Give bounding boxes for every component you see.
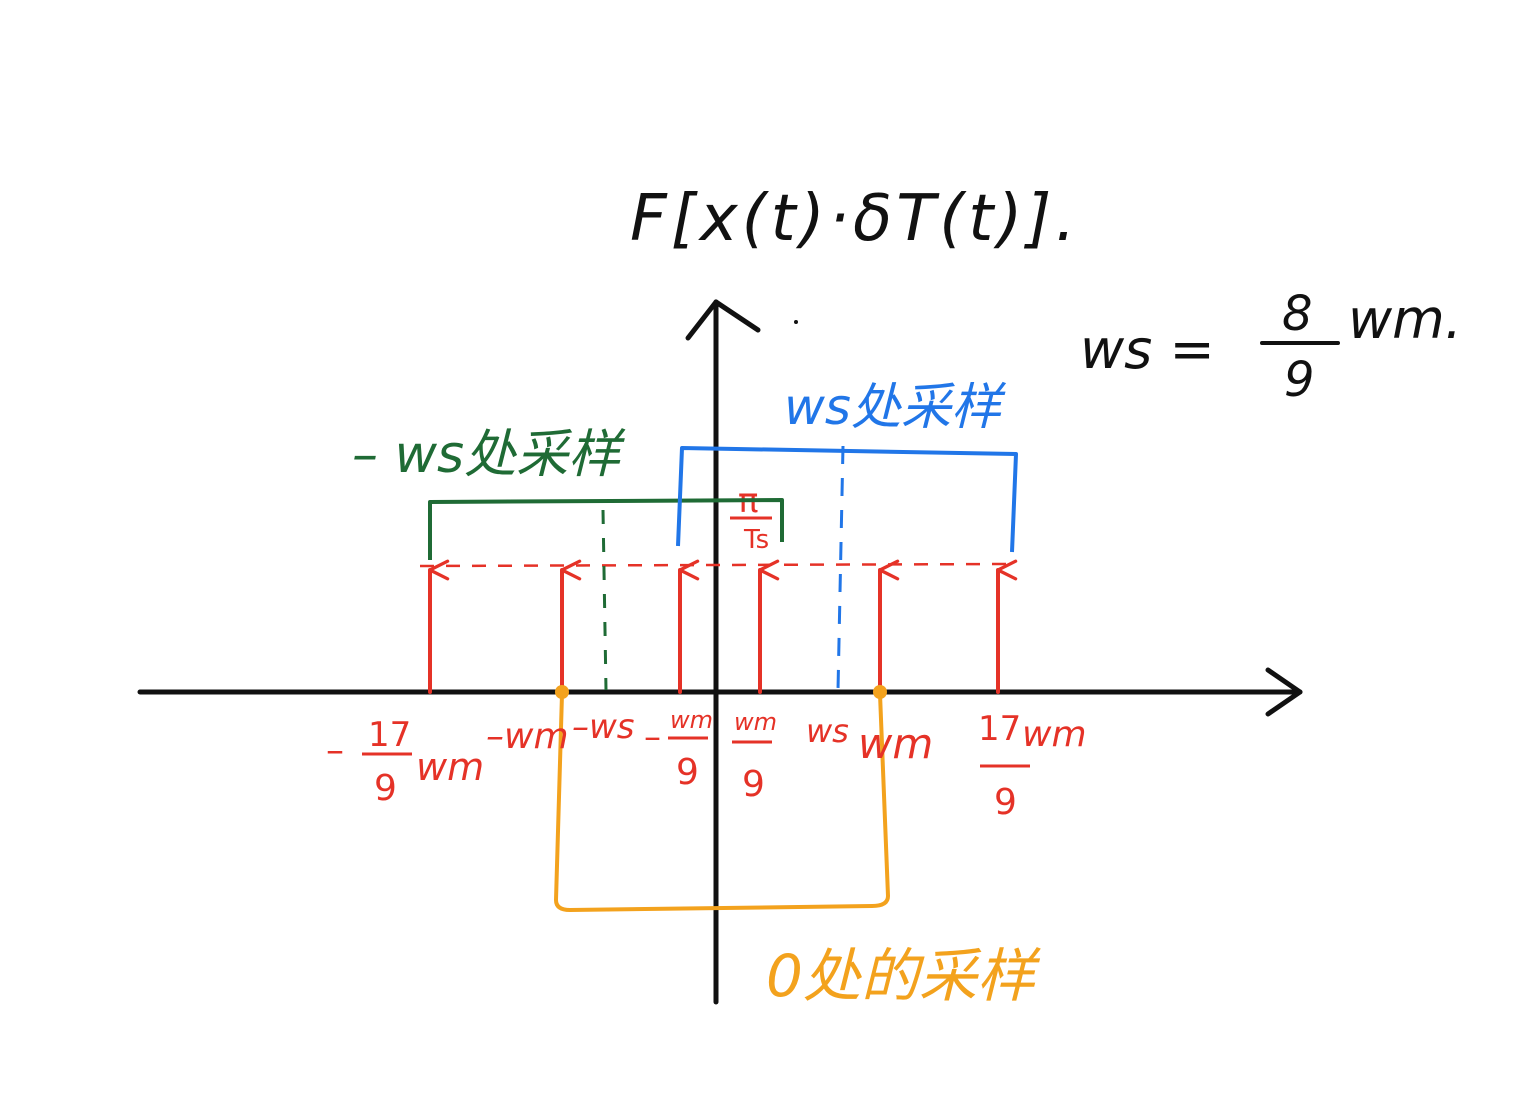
label-neg-wm-9-num: wm — [670, 706, 713, 734]
label-neg-wm-9: – wm 9 — [644, 706, 713, 793]
label-neg-wm: –wm — [486, 716, 569, 757]
x-axis-labels: – 17 9 wm –wm –ws – wm 9 wm 9 ws wm 17 — [326, 706, 1087, 823]
pos-ws-center-dashline — [836, 445, 845, 691]
impulse-height-denominator: Ts — [743, 525, 769, 555]
x-axis-arrowhead — [1265, 667, 1303, 717]
zero-brace-right-dot — [873, 685, 887, 699]
zero-brace-left-dot — [555, 685, 569, 699]
label-pos-17-9-wm-den: 9 — [994, 782, 1017, 823]
label-neg-wm-9-den: 9 — [676, 752, 699, 793]
label-pos-17-9-wm: 17 wm 9 — [978, 709, 1087, 823]
label-pos-ws: ws — [806, 712, 849, 750]
label-neg-17-9-wm-den: 9 — [374, 768, 397, 809]
impulse-height-label: π Ts — [730, 481, 772, 555]
label-pos-17-9-wm-suffix: wm — [1022, 714, 1087, 755]
label-pos-wm-9: wm 9 — [732, 708, 777, 805]
pos-ws-brace-label: ws处采样 — [784, 378, 1007, 436]
axes — [137, 299, 1303, 1005]
impulse-height-reference-line — [419, 562, 1011, 568]
equation-lhs: ws = — [1080, 318, 1215, 381]
label-pos-wm-9-num: wm — [734, 708, 777, 736]
label-neg-17-9-wm-prefix: – — [326, 730, 344, 771]
equation-denominator: 9 — [1284, 352, 1315, 408]
y-axis-label-dot — [794, 320, 798, 324]
diagram-title: F[x(t)·δT(t)]. — [630, 182, 1080, 256]
neg-ws-sampling-brace: – ws处采样 — [352, 425, 784, 691]
label-neg-17-9-wm: – 17 9 wm — [326, 715, 484, 809]
label-neg-17-9-wm-suffix: wm — [416, 745, 484, 789]
equation-numerator: 8 — [1282, 286, 1313, 342]
pos-ws-sampling-brace: ws处采样 — [676, 378, 1018, 691]
label-neg-wm-9-prefix: – — [644, 717, 661, 757]
label-pos-wm-9-den: 9 — [742, 764, 765, 805]
neg-ws-brace-bracket — [428, 498, 784, 560]
label-pos-wm: wm — [858, 719, 933, 768]
impulse-train — [428, 559, 1018, 694]
label-neg-ws: –ws — [572, 707, 635, 747]
label-neg-17-9-wm-num: 17 — [368, 715, 411, 755]
pos-ws-brace-bracket — [676, 446, 1018, 553]
zero-brace-bracket — [554, 693, 890, 912]
neg-ws-brace-label: – ws处采样 — [352, 425, 626, 485]
label-pos-17-9-wm-num: 17 — [978, 709, 1021, 749]
sampling-frequency-equation: ws = 8 9 wm. — [1080, 286, 1462, 408]
y-axis-arrowhead — [685, 299, 761, 341]
zero-sampling-brace: 0处的采样 — [554, 685, 1041, 1010]
zero-brace-label: 0处的采样 — [766, 942, 1041, 1010]
neg-ws-center-dashline — [601, 509, 608, 691]
equation-rhs: wm. — [1348, 288, 1462, 351]
